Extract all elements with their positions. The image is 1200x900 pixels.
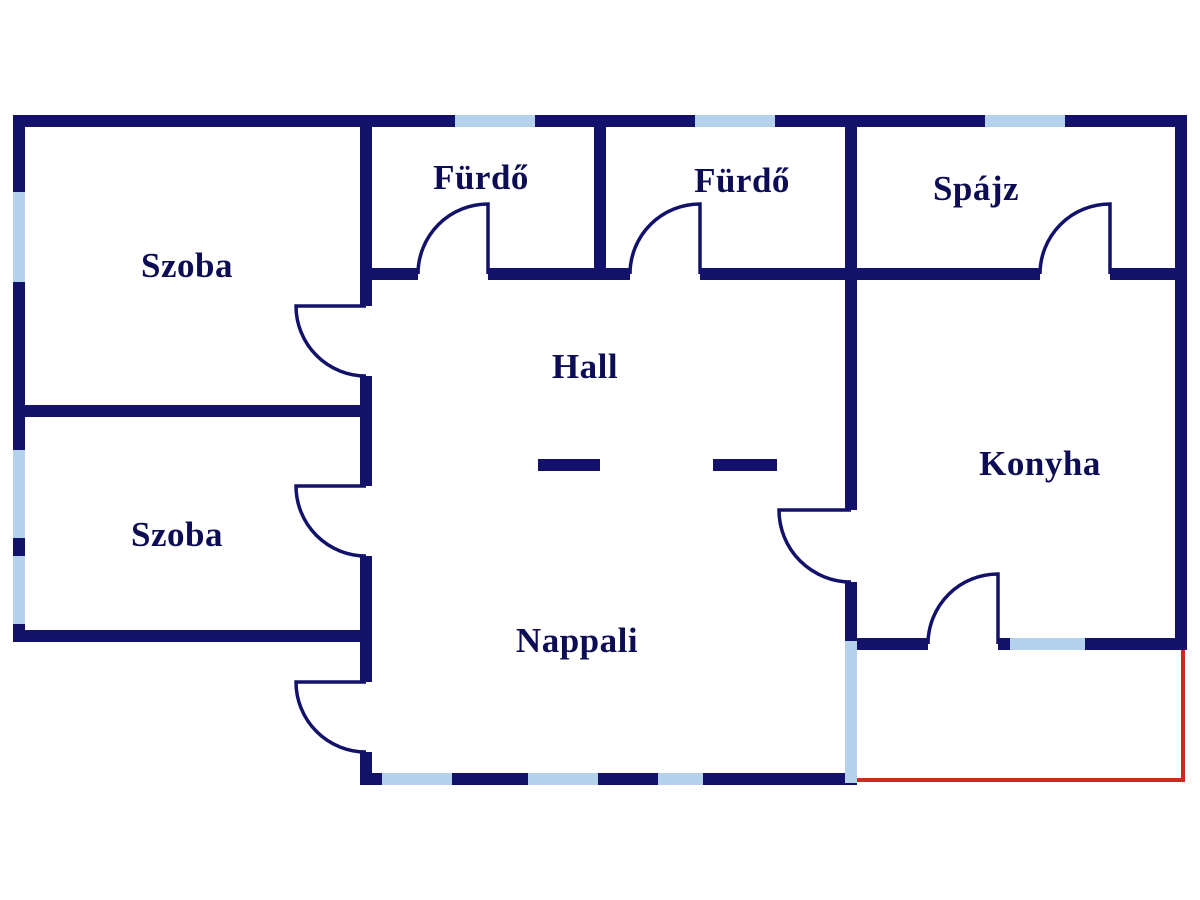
door-szoba2 — [294, 484, 367, 558]
door-nappali-exterior — [294, 680, 367, 754]
door-spajz — [1038, 202, 1112, 275]
door-furdo2 — [628, 202, 702, 275]
room-label-hall: Hall — [551, 347, 619, 386]
terrace-outline-group — [857, 650, 1185, 782]
room-label-szoba-1: Szoba — [141, 246, 233, 285]
terrace-outline — [857, 650, 1185, 782]
room-label-szoba-2: Szoba — [131, 515, 223, 554]
door-szoba1 — [294, 304, 367, 378]
room-label-spajz: Spájz — [932, 169, 1020, 208]
room-label-nappali: Nappali — [515, 621, 639, 660]
room-label-furdo-1: Fürdő — [433, 158, 529, 197]
room-label-furdo-2: Fürdő — [694, 161, 790, 200]
door-konyha-terrace — [926, 572, 1000, 645]
door-konyha-west — [777, 508, 852, 584]
windows-group — [13, 115, 1085, 785]
room-label-konyha: Konyha — [979, 444, 1101, 483]
door-furdo1 — [416, 202, 490, 275]
doors-group — [294, 202, 1112, 754]
